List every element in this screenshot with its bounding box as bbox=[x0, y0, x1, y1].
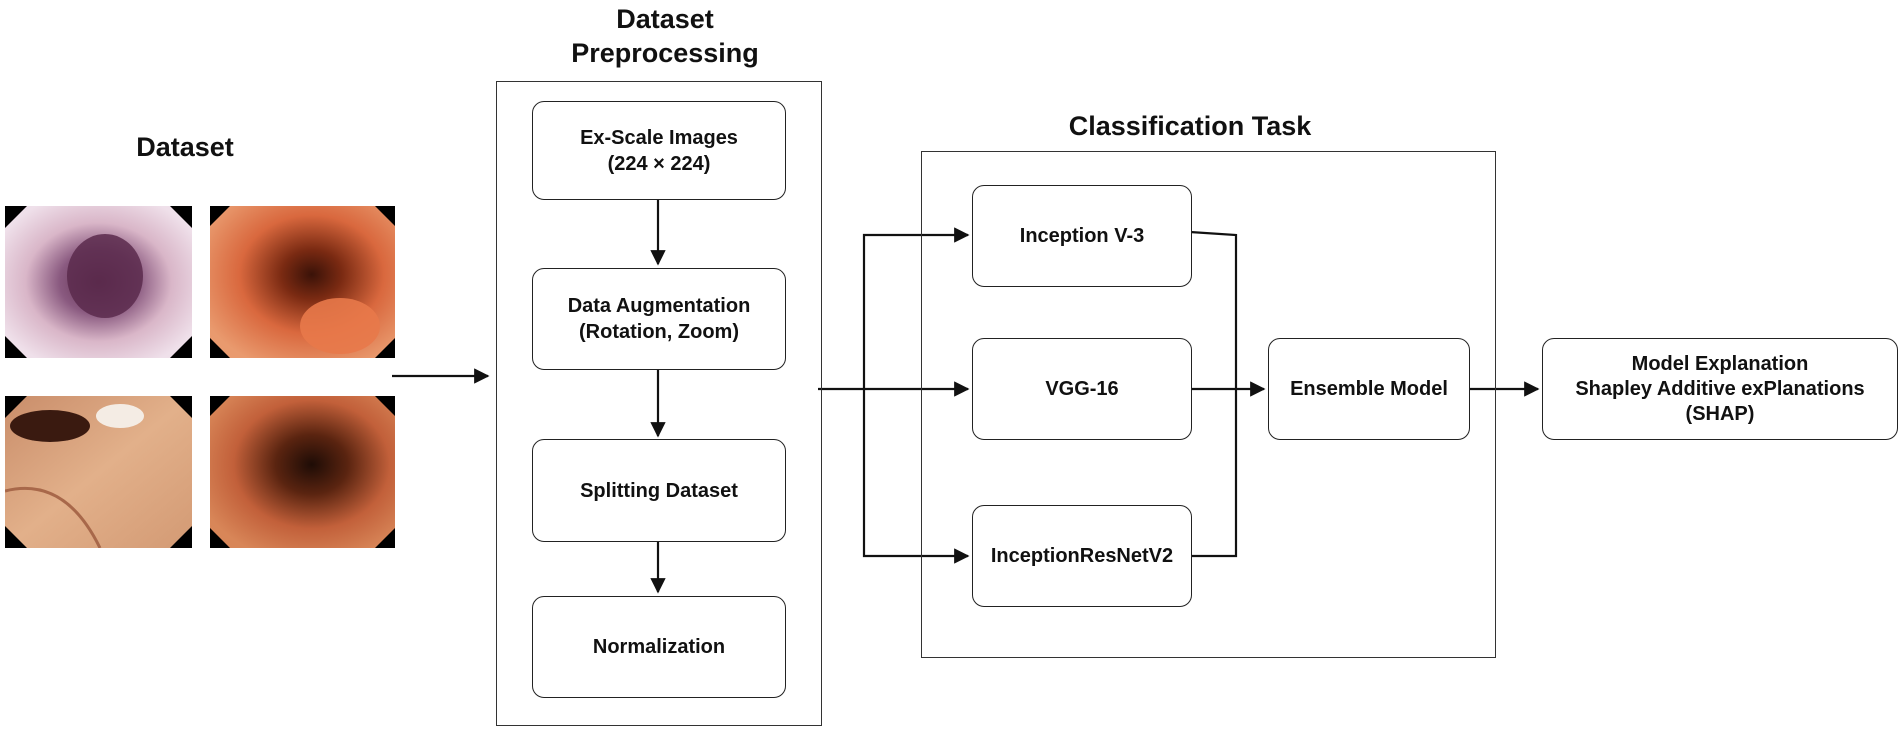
classification-title: Classification Task bbox=[1068, 111, 1312, 141]
splitting-dataset-box: Splitting Dataset bbox=[532, 439, 786, 542]
ensemble-model-box: Ensemble Model bbox=[1268, 338, 1470, 440]
dataset-image-1 bbox=[5, 206, 192, 358]
preprocessing-title: Dataset Preprocessing bbox=[520, 2, 810, 70]
preprocessing-frame bbox=[496, 81, 822, 726]
normalization-label: Normalization bbox=[592, 636, 726, 658]
classification-frame bbox=[921, 151, 1496, 658]
inception-resnet-v2-box: InceptionResNetV2 bbox=[972, 505, 1192, 607]
arrow-to-inception-resnet bbox=[862, 389, 970, 564]
splitting-label: Splitting Dataset bbox=[580, 479, 738, 502]
inception-v3-label: Inception V-3 bbox=[1019, 225, 1145, 247]
connector-inception-v3-out bbox=[1189, 230, 1238, 389]
preprocessing-title-line1: Dataset bbox=[616, 4, 714, 34]
explanation-line3: (SHAP) bbox=[1685, 402, 1755, 425]
dataset-image-2 bbox=[210, 206, 395, 358]
vgg16-label: VGG-16 bbox=[1045, 378, 1119, 400]
inception-resnet-v2-label: InceptionResNetV2 bbox=[990, 545, 1174, 567]
dataset-title: Dataset bbox=[136, 132, 234, 162]
vgg16-box: VGG-16 bbox=[972, 338, 1192, 440]
preprocessing-title-line2: Preprocessing bbox=[571, 38, 759, 68]
ensemble-label: Ensemble Model bbox=[1290, 378, 1448, 400]
ex-scale-label: Ex-Scale Images bbox=[580, 126, 738, 149]
augmentation-label: Data Augmentation bbox=[567, 295, 751, 317]
normalization-box: Normalization bbox=[532, 596, 786, 698]
explanation-line2: Shapley Additive exPlanations bbox=[1575, 377, 1865, 400]
arrow-to-inception-v3 bbox=[862, 227, 970, 389]
dataset-image-4 bbox=[210, 396, 395, 548]
ex-scale-images-box: Ex-Scale Images (224 × 224) bbox=[532, 101, 786, 200]
ex-scale-size: (224 × 224) bbox=[607, 152, 711, 175]
inception-v3-box: Inception V-3 bbox=[972, 185, 1192, 287]
dataset-image-3 bbox=[5, 396, 192, 548]
data-augmentation-box: Data Augmentation (Rotation, Zoom) bbox=[532, 268, 786, 370]
explanation-line1: Model Explanation bbox=[1631, 352, 1809, 375]
connector-inception-resnet-out bbox=[1190, 389, 1238, 558]
augmentation-detail: (Rotation, Zoom) bbox=[579, 321, 739, 343]
model-explanation-box: Model Explanation Shapley Additive exPla… bbox=[1542, 338, 1898, 440]
